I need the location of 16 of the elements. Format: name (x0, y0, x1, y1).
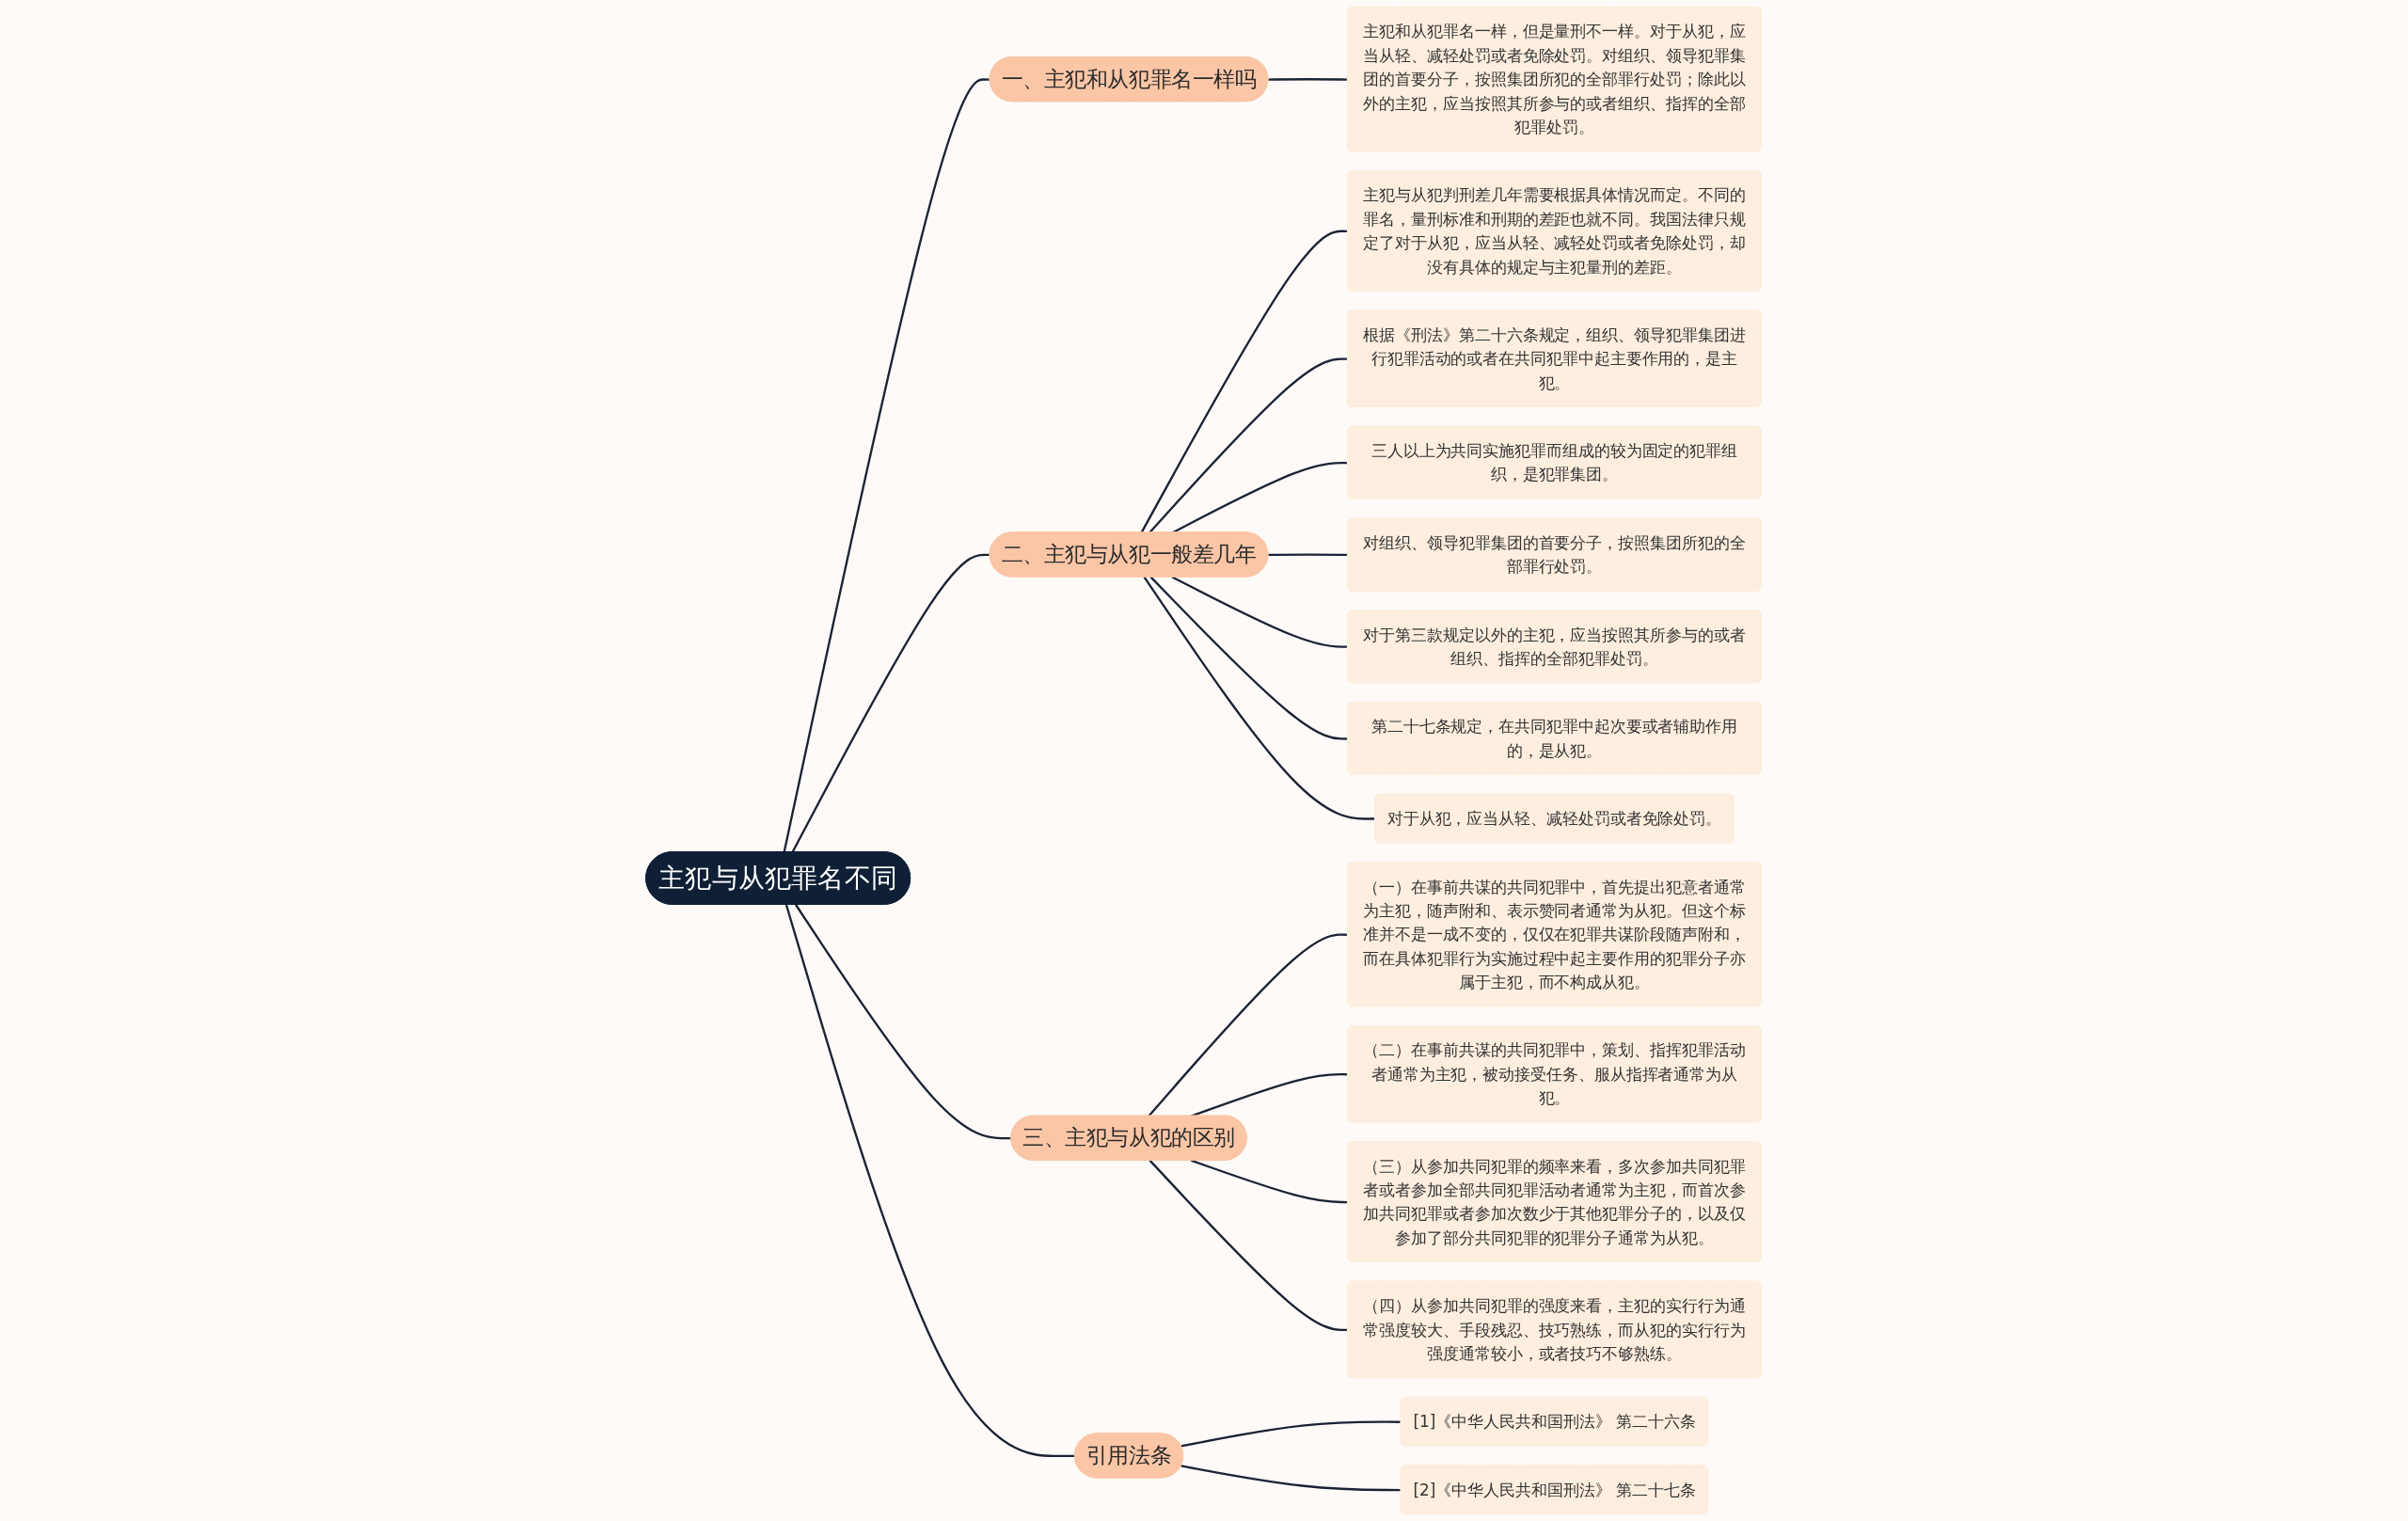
connector (1172, 576, 1349, 648)
connector (795, 904, 1012, 1140)
connector (785, 904, 1076, 1458)
connector (791, 553, 991, 853)
connector (1180, 1465, 1402, 1492)
connector (783, 78, 991, 853)
connector (1149, 576, 1349, 740)
connector (1143, 576, 1376, 820)
connector (1268, 553, 1349, 557)
connector (1140, 230, 1349, 533)
connector (1180, 1420, 1402, 1448)
connector (1191, 1159, 1349, 1204)
connector (1149, 1159, 1349, 1332)
connector (1191, 1072, 1349, 1117)
connector (1268, 78, 1349, 81)
connector (1148, 933, 1349, 1117)
